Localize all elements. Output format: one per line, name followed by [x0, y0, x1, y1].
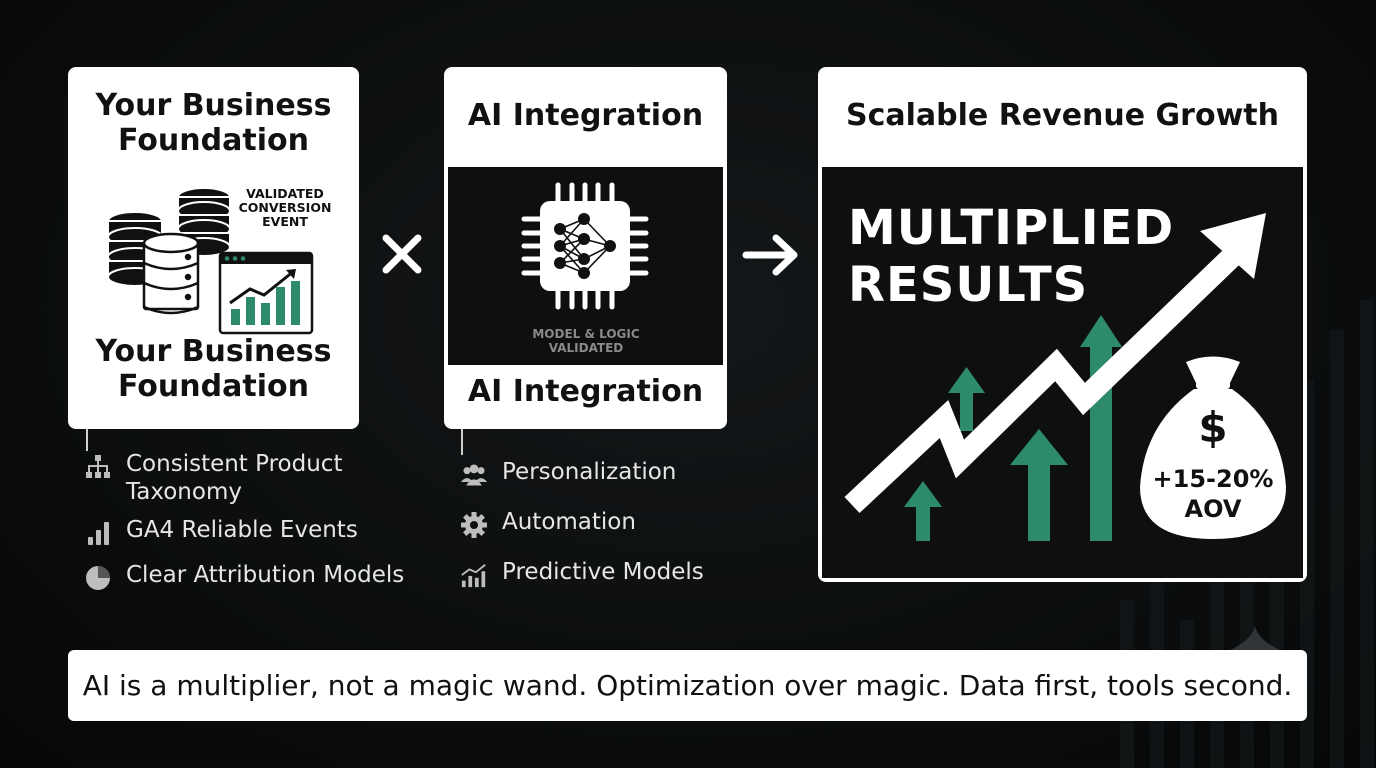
list-item-label: Predictive Models	[502, 559, 704, 585]
analytics-window-icon	[218, 251, 314, 335]
list-item-label: Personalization	[502, 459, 677, 485]
list-item: Consistent Product Taxonomy	[84, 451, 384, 506]
ai-title: AI Integration	[467, 98, 704, 133]
ai-card: AI Integration	[444, 67, 727, 429]
list-item-label: GA4 Reliable Events	[126, 517, 358, 543]
pie-chart-icon	[84, 564, 112, 592]
list-item: Predictive Models	[460, 559, 704, 589]
list-item: GA4 Reliable Events	[84, 517, 358, 547]
list-item-label: Clear Attribution Models	[126, 562, 405, 588]
green-up-arrow-icon	[1010, 429, 1068, 541]
money-bag-value: +15-20%	[1152, 465, 1274, 493]
list-item: Automation	[460, 509, 636, 539]
growth-panel: MULTIPLIED RESULTS	[822, 167, 1303, 578]
growth-headline-line1: MULTIPLIED	[848, 200, 1175, 256]
sparkle-icon	[1230, 626, 1280, 650]
ai-connector	[461, 429, 463, 455]
money-bag-symbol: $	[1198, 403, 1228, 452]
green-up-arrow-icon	[1080, 315, 1122, 541]
foundation-connector	[86, 429, 88, 451]
people-icon	[460, 461, 488, 489]
list-item: Clear Attribution Models	[84, 562, 404, 592]
trend-arrowhead-icon	[1200, 213, 1266, 279]
database-chart-illustration	[107, 187, 314, 335]
validated-badge: VALIDATED CONVERSION EVENT	[238, 186, 332, 229]
growth-headline-line2: RESULTS	[848, 257, 1089, 313]
foundation-footer-title: Your Business Foundation	[95, 334, 332, 404]
list-item-label: Automation	[502, 509, 636, 535]
money-bag-metric: AOV	[1184, 495, 1242, 523]
ai-chip-icon	[521, 182, 649, 310]
gear-icon	[460, 511, 488, 539]
tagline-text: AI is a multiplier, not a magic wand. Op…	[82, 669, 1293, 702]
growth-chart-illustration	[844, 213, 1286, 541]
foundation-title: Your Business Foundation	[95, 88, 332, 158]
tagline-banner: AI is a multiplier, not a magic wand. Op…	[68, 650, 1307, 721]
multiply-icon	[382, 234, 422, 274]
database-icon	[142, 232, 200, 315]
list-item: Personalization	[460, 459, 676, 489]
foundation-card: Your Business Foundation	[68, 67, 359, 429]
green-up-arrow-icon	[948, 367, 985, 431]
chip-caption: MODEL & LOGIC VALIDATED	[532, 327, 640, 355]
growth-title: Scalable Revenue Growth	[845, 98, 1279, 133]
list-item-label: Consistent Product Taxonomy	[126, 451, 343, 505]
hierarchy-icon	[84, 453, 112, 481]
trend-line	[844, 239, 1250, 514]
bar-signal-icon	[84, 519, 112, 547]
ai-footer-title: AI Integration	[467, 374, 704, 409]
trend-chart-icon	[460, 561, 488, 589]
money-bag-icon	[1140, 356, 1286, 539]
green-up-arrow-icon	[904, 481, 942, 541]
ai-chip-panel: MODEL & LOGIC VALIDATED	[448, 167, 723, 365]
growth-card: Scalable Revenue Growth MULTIPLIED RESUL…	[818, 67, 1307, 582]
arrow-right-icon	[742, 234, 798, 276]
